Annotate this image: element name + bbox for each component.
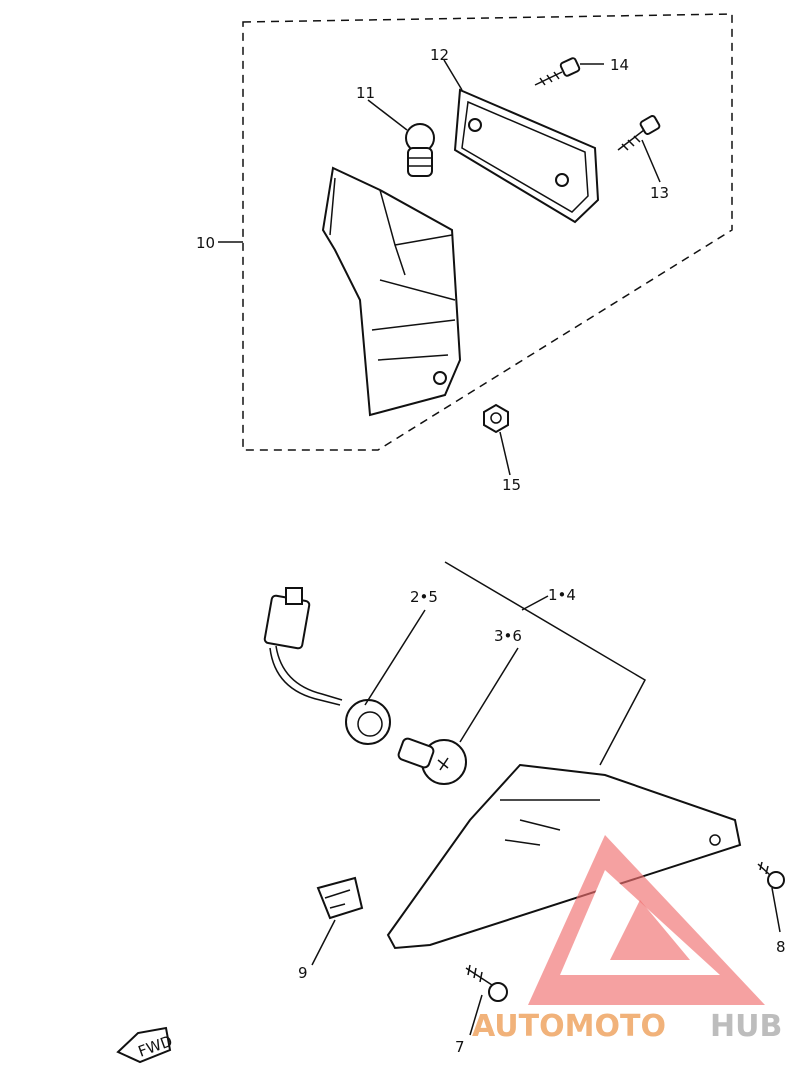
watermark-hub: HUB — [710, 1009, 782, 1044]
screw-7 — [465, 964, 508, 1002]
callout-11: 11 — [356, 84, 375, 102]
callout-9: 9 — [298, 964, 308, 982]
callout-3-6: 3•6 — [494, 627, 522, 645]
callout-13: 13 — [650, 184, 669, 202]
callout-12: 12 — [430, 46, 449, 64]
bulb-lower — [397, 737, 467, 785]
forward-arrow-icon: FWD — [116, 1026, 175, 1064]
screw-8 — [757, 861, 785, 889]
lens-frame — [453, 88, 600, 224]
leader-lines-lower — [311, 561, 781, 1036]
callout-14: 14 — [610, 56, 629, 74]
clip-9 — [316, 876, 364, 920]
automotohub-logo: AUTOMOTO HUB — [472, 835, 782, 1044]
callout-2-5: 2•5 — [410, 588, 438, 606]
callout-8: 8 — [776, 938, 786, 956]
turn-signal-housing — [321, 166, 462, 417]
bulb-socket-with-wiring — [263, 587, 391, 745]
callout-10: 10 — [196, 234, 215, 252]
watermark-auto: AUTOMOTO — [472, 1009, 666, 1044]
nut-15 — [483, 403, 509, 434]
assembly-boundary — [242, 13, 733, 451]
turn-signal-lens — [386, 763, 742, 950]
callout-15: 15 — [502, 476, 521, 494]
callout-1-4: 1•4 — [548, 586, 576, 604]
leader-lines-upper — [218, 59, 661, 476]
screw-14 — [534, 57, 581, 86]
bulb-upper — [405, 123, 435, 177]
screw-13 — [617, 115, 661, 151]
callout-7: 7 — [455, 1038, 465, 1056]
